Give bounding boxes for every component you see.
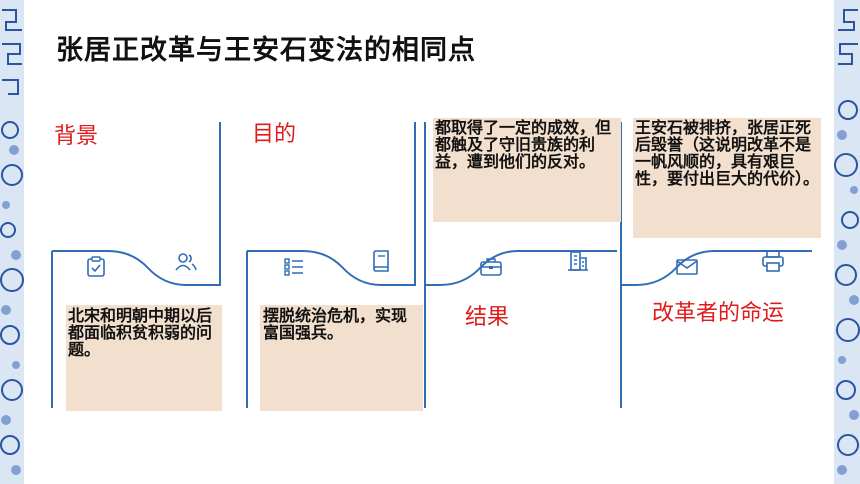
textbox-reformer-fate: 王安石被排挤，张居正死后毁誉（这说明改革不是一帆风顺的，具有艰巨性，要付出巨大的… [633,118,821,238]
textbox-reformer-fate-text: 王安石被排挤，张居正死后毁誉（这说明改革不是一帆风顺的，具有艰巨性，要付出巨大的… [635,118,820,188]
mail-icon [676,259,698,275]
clipboard-check-icon [87,256,105,277]
porcelain-border-right [834,0,860,484]
label-reformer-fate: 改革者的命运 [652,301,785,326]
briefcase-icon [480,258,502,276]
textbox-purpose: 摆脱统治危机，实现富国强兵。 [260,305,423,411]
label-background: 背景 [54,124,99,149]
label-result: 结果 [465,305,510,330]
textbox-purpose-text: 摆脱统治危机，实现富国强兵。 [263,306,408,342]
printer-icon [762,250,784,272]
book-icon [373,250,389,272]
textbox-background-text: 北宋和明朝中期以后都面临积贫积弱的问题。 [68,306,213,359]
building-icon [568,251,588,271]
users-icon [175,253,197,271]
porcelain-border-left [0,0,24,484]
textbox-result: 都取得了一定的成效，但都触及了守旧贵族的利益，遭到他们的反对。 [433,118,621,222]
textbox-result-text: 都取得了一定的成效，但都触及了守旧贵族的利益，遭到他们的反对。 [435,118,612,171]
textbox-background: 北宋和明朝中期以后都面临积贫积弱的问题。 [66,305,222,411]
slide-title: 张居正改革与王安石变法的相同点 [56,35,476,66]
label-purpose: 目的 [252,122,297,147]
list-icon [284,258,303,276]
